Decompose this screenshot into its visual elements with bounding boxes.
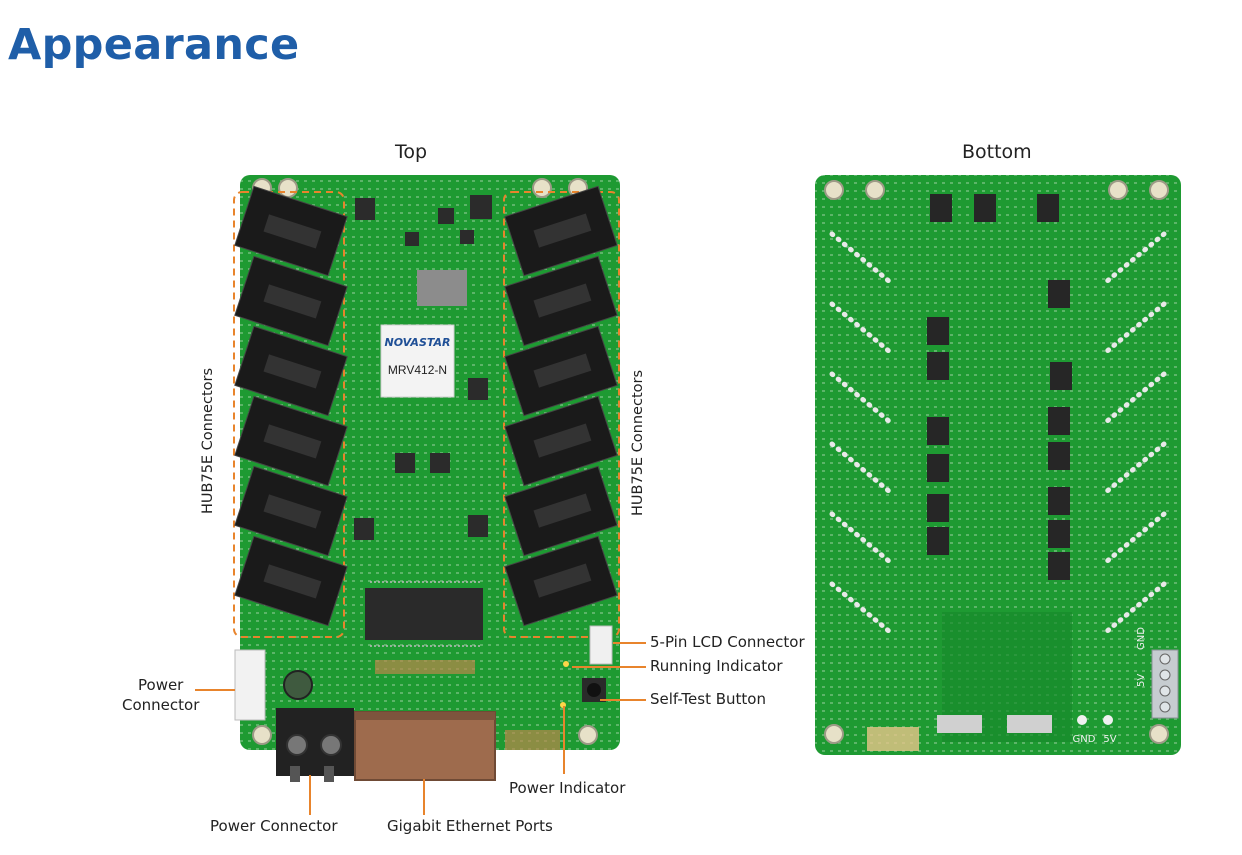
power-connector-white: [234, 649, 266, 721]
hub-box-left: [233, 191, 345, 638]
callout-self-test-button: Self-Test Button: [650, 690, 766, 708]
pin-rows-left: [829, 231, 893, 635]
hub75e-label-left: HUB75E Connectors: [200, 367, 216, 514]
running-led: [563, 661, 569, 667]
bottom-gnd-label: GND: [1073, 734, 1096, 745]
top-view-caption: Top: [395, 141, 428, 163]
sticker-logo: NOVASTAR: [385, 336, 451, 349]
model-sticker: [380, 324, 455, 398]
main-ic: [365, 588, 483, 640]
callout-power-indicator: Power Indicator: [509, 779, 626, 797]
callout-power-connector-left: Power Connector: [122, 676, 200, 714]
callout-lcd-connector: 5-Pin LCD Connector: [650, 633, 805, 651]
center-shield: [417, 270, 467, 306]
bottom-5v-label: 5V: [1103, 734, 1116, 745]
pin-rows-right: [1103, 231, 1167, 635]
top-board-image: NOVASTAR MRV412-N: [233, 175, 620, 782]
lcd-connector: [589, 625, 613, 665]
bottom-gnd-vertical: GND: [1136, 627, 1147, 650]
page-heading: Appearance: [8, 20, 300, 70]
callout-power-connector-bottom: Power Connector: [210, 817, 338, 835]
hub-box-right: [503, 191, 620, 638]
callout-running-indicator: Running Indicator: [650, 657, 783, 675]
power-led: [560, 702, 566, 708]
bottom-board-image: GND 5V 5V GND: [815, 175, 1181, 755]
capacitor: [283, 670, 313, 700]
callout-gigabit-ethernet: Gigabit Ethernet Ports: [387, 817, 553, 835]
bottom-5v-vertical: 5V: [1136, 674, 1147, 687]
ethernet-port-block: [354, 711, 496, 781]
hub75e-label-right: HUB75E Connectors: [630, 369, 646, 516]
sticker-model: MRV412-N: [388, 363, 447, 377]
bottom-view-caption: Bottom: [962, 141, 1032, 163]
